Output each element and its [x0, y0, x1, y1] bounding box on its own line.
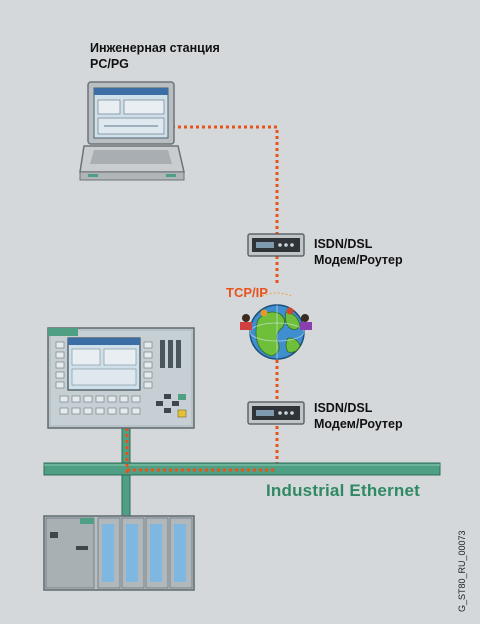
modem-top-label-line1: ISDN/DSL: [314, 237, 373, 251]
plc-rack-icon: [43, 515, 195, 591]
modem-router-icon: [247, 401, 305, 425]
protocol-label: TCP/IP: [226, 285, 268, 300]
station-label: Инженерная станция PC/PG: [90, 40, 220, 72]
station-label-line1: Инженерная станция: [90, 41, 220, 55]
station-label-line2: PC/PG: [90, 57, 129, 71]
document-id: G_ST80_RU_00073: [457, 530, 467, 612]
modem-top-label: ISDN/DSL Модем/Роутер: [314, 236, 403, 268]
modem-bottom-label: ISDN/DSL Модем/Роутер: [314, 400, 403, 432]
network-label: Industrial Ethernet: [266, 481, 420, 500]
laptop-icon: [79, 81, 185, 181]
operator-panel-icon: [47, 327, 195, 429]
modem-bottom-label-line1: ISDN/DSL: [314, 401, 373, 415]
modem-bottom-label-line2: Модем/Роутер: [314, 417, 403, 431]
connection-line: [125, 125, 279, 472]
modem-router-icon: [247, 233, 305, 257]
ethernet-bus: [43, 427, 441, 521]
modem-top-label-line2: Модем/Роутер: [314, 253, 403, 267]
globe-icon: [240, 292, 312, 360]
